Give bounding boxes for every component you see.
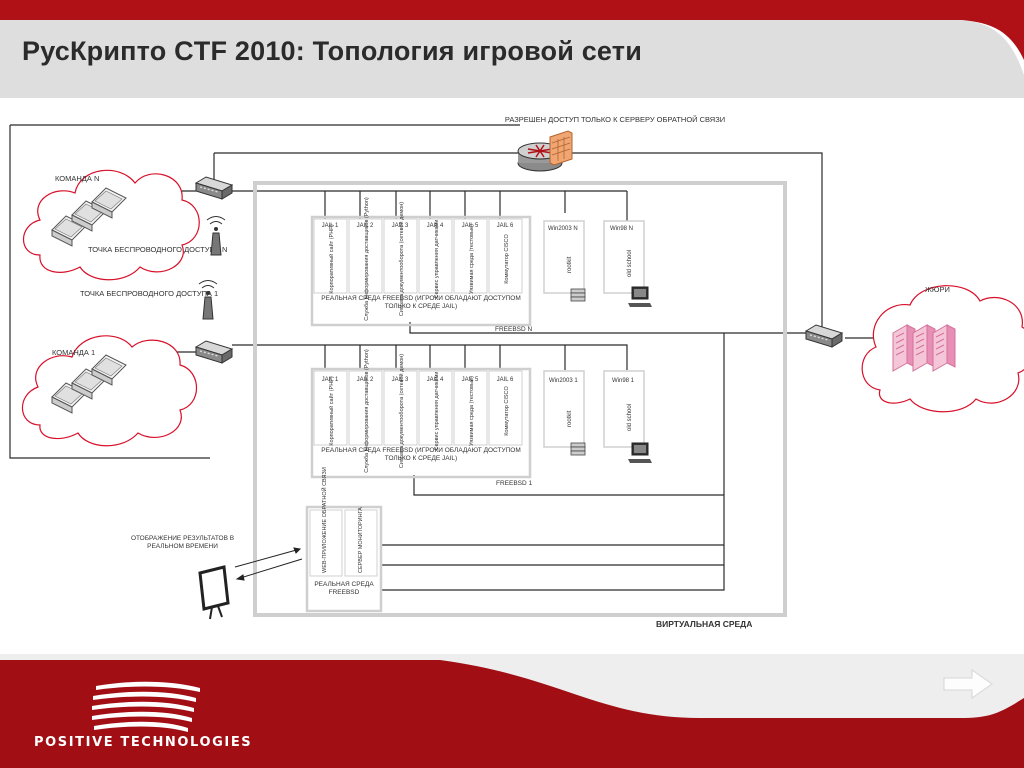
jury-switch-icon [805, 324, 843, 348]
jail-service: Коммутатор CISCO [504, 386, 510, 436]
data-flow-arrows [234, 547, 303, 581]
jail-title: JAIL 5 [462, 223, 479, 229]
jail-title: JAIL 3 [392, 223, 409, 229]
team-1-label: КОМАНДА 1 [52, 348, 95, 357]
jail-service: Служба информирования доставщиков (Pytho… [364, 349, 370, 473]
jail-service: Система документооборота (сетевой демон) [398, 354, 405, 468]
next-slide-arrow-icon[interactable] [942, 668, 994, 700]
jail-title: JAIL 2 [357, 377, 374, 383]
jail-title: JAIL 6 [497, 377, 514, 383]
header-band [0, 0, 1024, 110]
jail-service: Корпоративный сайт (PHP) [328, 224, 335, 294]
win98-1-label: old school [627, 404, 633, 431]
slide-title: РусКрипто CTF 2010: Топология игровой се… [22, 36, 643, 66]
jail-title: JAIL 4 [427, 377, 444, 383]
win2003-1-box [543, 370, 585, 448]
freebsd-1-env-text: РЕАЛЬНАЯ СРЕДА FREEBSD (ИГРОКИ ОБЛАДАЮТ … [321, 447, 521, 462]
jail-title: JAIL 6 [497, 223, 514, 229]
jury-server-icon [932, 324, 956, 372]
jail-service: Коммутатор CISCO [504, 234, 510, 284]
jury-server-icon [892, 324, 916, 372]
jail-title: JAIL 3 [392, 377, 409, 383]
freebsd-1-label: FREEBSD 1 [496, 480, 533, 487]
pc-icon [627, 442, 653, 464]
jail-service: Система документооборота (сетевой демон) [398, 202, 405, 316]
footer-band [0, 648, 1024, 768]
jail-service: Сервис управления датчиками [434, 220, 440, 299]
router-note-text: РАЗРЕШЕН ДОСТУП ТОЛЬКО К СЕРВЕРУ ОБРАТНО… [505, 115, 725, 124]
virtual-environment-frame [253, 181, 787, 617]
monitoring-block: WEB-ПРИЛОЖЕНИЕ ОБРАТНОЙ СВЯЗИ СЕРВЕР МОН… [305, 467, 383, 613]
wireless-ap-1-icon [198, 280, 218, 320]
segment-n: JAIL 1 Корпоративный сайт (PHP) JAIL 2 С… [310, 197, 653, 333]
team-1-switch-icon [195, 340, 233, 364]
ap-1-label: ТОЧКА БЕСПРОВОДНОГО ДОСТУПА 1 [80, 289, 218, 298]
monitoring-env-text: РЕАЛЬНАЯ СРЕДА FREEBSD [314, 581, 374, 596]
freebsd-1-box [310, 367, 532, 479]
brand-logo-stripes [92, 681, 200, 732]
jail-service: Уязвимая среда (тестовые) [469, 376, 475, 446]
jury-server-icon [912, 324, 936, 372]
jail-service: Корпоративный сайт (PHP) [328, 376, 335, 446]
monitoring-frame [305, 505, 383, 613]
win98-n-box [603, 220, 645, 294]
brand-name: POSITIVE TECHNOLOGIES [34, 735, 253, 750]
team-n-cloud: КОМАНДА N ТОЧКА БЕСПРОВОДНОГО ДОСТУПА N [23, 169, 227, 281]
freebsd-n-label: FREEBSD N [495, 326, 533, 333]
server-icon [570, 288, 586, 302]
win2003-n-title: Win2003 N [548, 226, 578, 232]
team-n-switch-icon [195, 176, 233, 200]
server-icon [570, 442, 586, 456]
ap-n-label: ТОЧКА БЕСПРОВОДНОГО ДОСТУПА N [88, 245, 227, 254]
jail-service: Уязвимая среда (тестовые) [469, 224, 475, 294]
team-n-label: КОМАНДА N [55, 174, 99, 183]
segment-1: JAIL 1 Корпоративный сайт (PHP) JAIL 2 С… [310, 349, 653, 487]
freebsd-n-box [310, 215, 532, 327]
win2003-1-label: rootkit [567, 410, 573, 427]
pc-icon [627, 286, 653, 308]
jail-service: Сервис управления датчиками [434, 372, 440, 451]
jail-title: JAIL 1 [322, 223, 339, 229]
win98-n-label: old school [627, 250, 633, 277]
team-1-cloud: КОМАНДА 1 ТОЧКА БЕСПРОВОДНОГО ДОСТУПА 1 [21, 289, 218, 447]
jury-label: ЖЮРИ [925, 285, 950, 294]
network-topology-diagram: РАЗРЕШЕН ДОСТУП ТОЛЬКО К СЕРВЕРУ ОБРАТНО… [9, 115, 1024, 629]
jail-title: JAIL 5 [462, 377, 479, 383]
jail-service: Служба информирования доставщиков (Pytho… [364, 197, 370, 321]
connection-lines [9, 124, 880, 591]
jail-title: JAIL 4 [427, 223, 444, 229]
win2003-n-box [543, 220, 585, 294]
jail-title: JAIL 2 [357, 223, 374, 229]
projector-screen-icon [198, 565, 230, 620]
firewall-icon [549, 130, 573, 166]
win2003-1-title: Win2003 1 [549, 378, 578, 384]
router-note: РАЗРЕШЕН ДОСТУП ТОЛЬКО К СЕРВЕРУ ОБРАТНО… [505, 115, 725, 124]
monitoring-server-label: СЕРВЕР МОНИТОРИНГА [358, 507, 364, 573]
win98-1-title: Win98 1 [612, 378, 635, 384]
feedback-web-app-label: WEB-ПРИЛОЖЕНИЕ ОБРАТНОЙ СВЯЗИ [320, 467, 328, 573]
win2003-n-label: rootkit [567, 256, 573, 273]
win98-n-title: Win98 N [610, 226, 633, 232]
virtual-environment-label: ВИРТУАЛЬНАЯ СРЕДА [656, 619, 752, 629]
jail-title: JAIL 1 [322, 377, 339, 383]
win98-1-box [603, 370, 645, 448]
results-display-label: ОТОБРАЖЕНИЕ РЕЗУЛЬТАТОВ В РЕАЛЬНОМ ВРЕМЕ… [130, 535, 235, 550]
jury-cloud: ЖЮРИ [861, 285, 1024, 413]
freebsd-n-env-text: РЕАЛЬНАЯ СРЕДА FREEBSD (ИГРОКИ ОБЛАДАЮТ … [321, 295, 521, 310]
